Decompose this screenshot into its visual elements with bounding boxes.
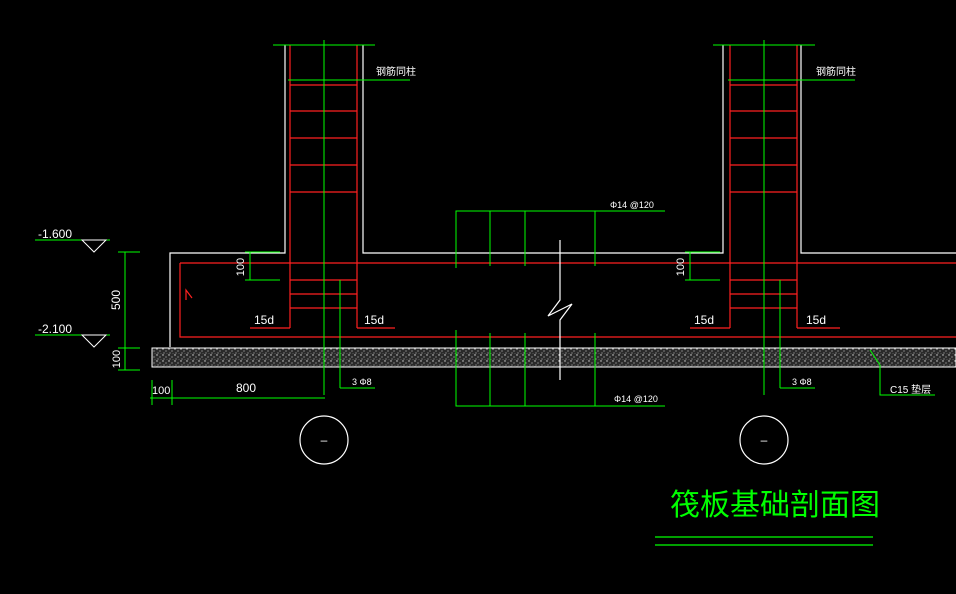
anchorage-left-outer: 15d	[364, 313, 384, 327]
drawing-title: 筏板基础剖面图	[670, 489, 880, 522]
anchorage-right-inner: 15d	[694, 313, 714, 327]
elevation-bottom-label: -2.100	[38, 322, 72, 336]
elevation-marker-bottom	[80, 334, 108, 348]
rebar-group	[179, 45, 956, 338]
dim-edge-left: 100	[235, 258, 247, 276]
cushion-label: C15 垫层	[890, 383, 931, 396]
rebar-bottom-label: Φ14 @120	[614, 394, 658, 404]
axis-bubble-left[interactable]	[299, 415, 349, 465]
anchorage-left-inner: 15d	[254, 313, 274, 327]
axis-bubble-right-label: –	[761, 433, 768, 447]
anchorage-right-outer: 15d	[806, 313, 826, 327]
column-left-label: 钢筋同柱	[376, 65, 416, 78]
dim-edge-right: 100	[675, 258, 687, 276]
axis-bubble-right[interactable]	[739, 415, 789, 465]
dim-cushion-thickness: 100	[111, 350, 123, 368]
stirrup-left-label: 3 Φ8	[352, 377, 372, 387]
dim-edge-offset: 100	[152, 385, 170, 397]
stirrup-right-label: 3 Φ8	[792, 377, 812, 387]
column-right-label: 钢筋同柱	[816, 65, 856, 78]
break-line	[547, 240, 573, 380]
dim-slab-thickness: 500	[109, 290, 123, 310]
axis-bubble-left-label: –	[321, 433, 328, 447]
rebar-top-label: Φ14 @120	[610, 200, 654, 210]
cushion-layer	[151, 347, 956, 368]
elevation-top-label: -1.600	[38, 227, 72, 241]
concrete-outline	[169, 45, 956, 347]
elevation-marker-top	[80, 239, 108, 253]
dim-width: 800	[236, 381, 256, 395]
